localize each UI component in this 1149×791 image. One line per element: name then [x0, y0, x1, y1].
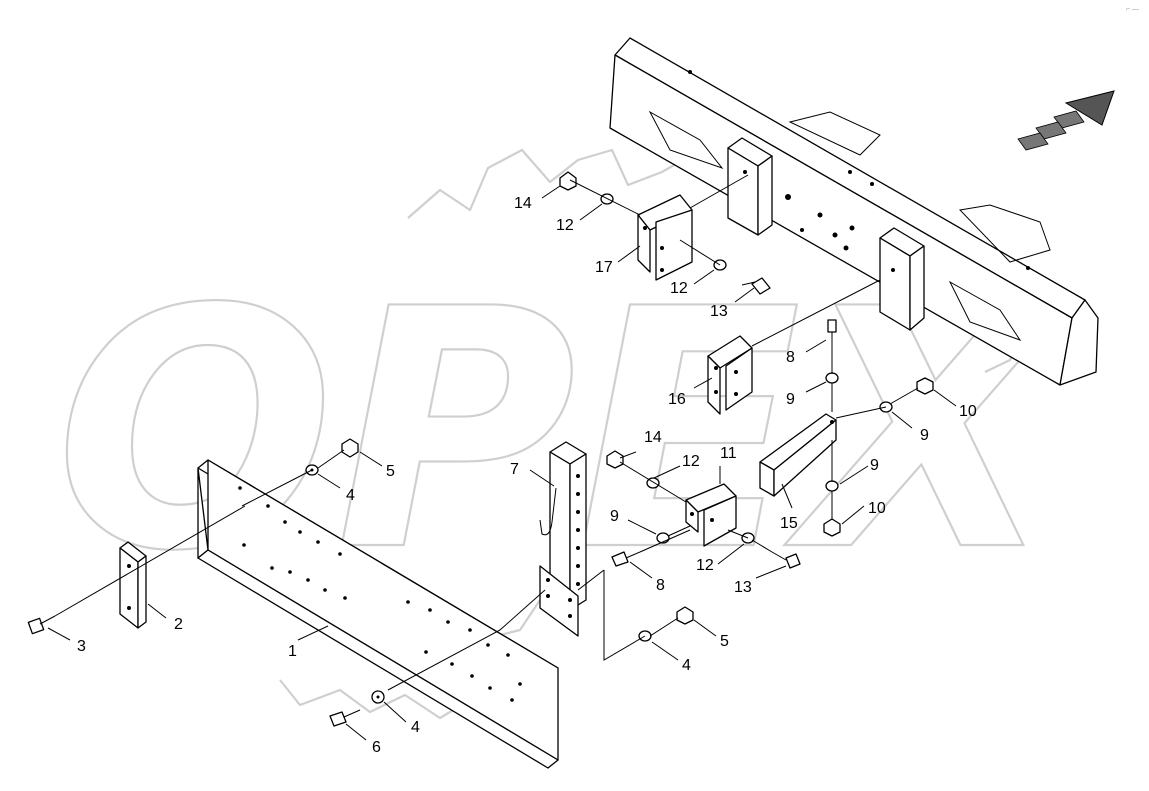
part-16-bracket [707, 335, 753, 415]
callout-part-9: 9 [786, 391, 795, 408]
callout-part-9: 9 [870, 457, 879, 474]
part-2-end-plate [119, 541, 147, 629]
callout-part-12: 12 [696, 557, 714, 574]
callout-part-12: 12 [682, 453, 700, 470]
callout-part-4: 4 [346, 487, 355, 504]
callouts: 1 2 3 4 4 4 5 5 6 7 8 8 9 9 9 9 10 10 11… [77, 195, 977, 756]
corner-mark: ⌐ — [1126, 6, 1139, 13]
callout-part-14: 14 [644, 429, 662, 446]
callout-part-4: 4 [682, 657, 691, 674]
callout-part-8: 8 [786, 349, 795, 366]
callout-part-14: 14 [514, 195, 532, 212]
callout-part-9: 9 [920, 427, 929, 444]
frame-crossmember [609, 37, 1099, 386]
callout-part-6: 6 [372, 739, 381, 756]
callout-part-7: 7 [510, 461, 519, 478]
callout-part-12: 12 [556, 217, 574, 234]
callout-part-4: 4 [411, 719, 420, 736]
part-7-post [539, 441, 587, 637]
leader-lines [54, 174, 919, 691]
callout-part-15: 15 [780, 515, 798, 532]
part-11-bracket [685, 483, 737, 547]
callout-part-12: 12 [670, 280, 688, 297]
callout-part-11: 11 [720, 445, 737, 462]
callout-part-13: 13 [710, 303, 728, 320]
callout-part-3: 3 [77, 638, 86, 655]
callout-part-10: 10 [959, 403, 977, 420]
callout-part-17: 17 [595, 259, 613, 276]
callout-pointers [47, 185, 957, 741]
part-3-bolt [27, 615, 56, 635]
post-holes [576, 474, 580, 586]
part-17-bracket [637, 194, 693, 281]
callout-part-2: 2 [174, 616, 183, 633]
direction-arrow-icon [1017, 90, 1115, 151]
callout-part-16: 16 [668, 391, 686, 408]
callout-part-10: 10 [868, 500, 886, 517]
callout-part-5: 5 [386, 463, 395, 480]
beam-holes [238, 486, 522, 702]
callout-part-8: 8 [656, 577, 665, 594]
callout-part-5: 5 [720, 633, 729, 650]
callout-part-1: 1 [288, 643, 297, 660]
part-1-main-beam [197, 459, 559, 769]
hardware-left [305, 438, 385, 727]
part-15-support [759, 413, 837, 497]
callout-part-9: 9 [610, 508, 619, 525]
callout-part-13: 13 [734, 579, 752, 596]
